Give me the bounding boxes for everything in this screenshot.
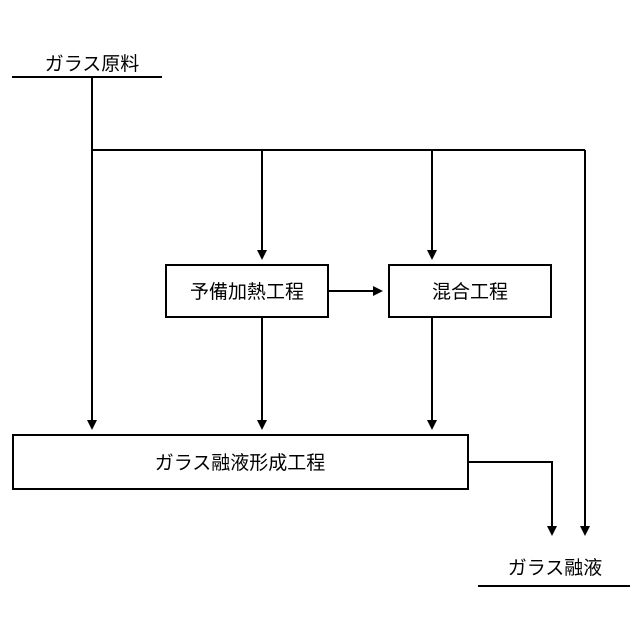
process-mixing: 混合工程 <box>389 265 551 317</box>
process-mixing-label: 混合工程 <box>432 281 508 303</box>
input-label: ガラス原料 <box>45 53 140 75</box>
input-node: ガラス原料 <box>12 53 162 77</box>
process-melt-forming: ガラス融液形成工程 <box>13 435 468 489</box>
process-melt-forming-label: ガラス融液形成工程 <box>155 452 326 474</box>
process-preheat: 予備加熱工程 <box>166 265 328 317</box>
flow-melt-forming-to-output <box>468 462 552 534</box>
output-node: ガラス融液 <box>478 557 630 586</box>
output-label: ガラス融液 <box>508 557 603 579</box>
process-preheat-label: 予備加熱工程 <box>190 281 304 303</box>
